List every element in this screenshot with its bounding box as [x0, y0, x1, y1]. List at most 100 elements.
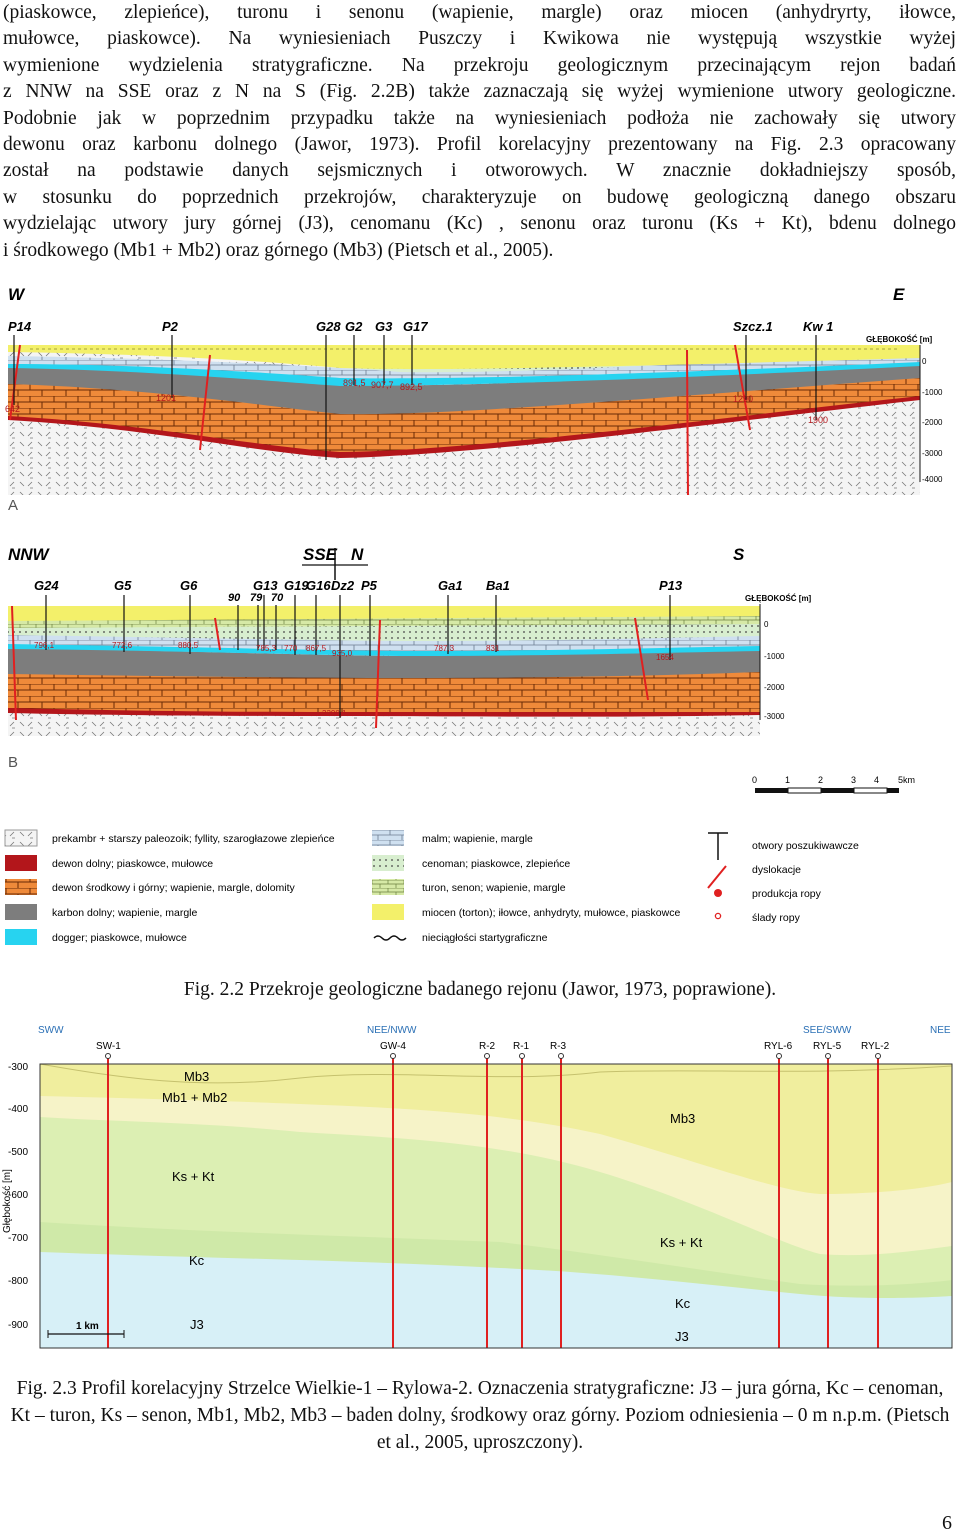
- well-label: G5: [114, 578, 132, 593]
- section-b-dir-left: NNW: [8, 545, 51, 564]
- paragraph-line: Podobnie jak w poprzednim przypadku takż…: [3, 107, 956, 129]
- y-axis-label: Głębokość [m]: [2, 1169, 13, 1233]
- depth-tick: -3000: [922, 449, 943, 458]
- well-label: G2: [345, 319, 363, 334]
- well-label: R-1: [513, 1041, 530, 1052]
- paragraph-line: w stosunku do poprzednich przekrojów, ch…: [3, 186, 956, 208]
- fig23-well-labels: SW-1 GW-4 R-2 R-1 R-3 RYL-6 RYL-5 RYL-2: [96, 1041, 890, 1052]
- section-b-depth-labels: 796,1 772,6 880,5 785,3 770 867,5 935,0 …: [34, 641, 674, 718]
- well-label: R-2: [479, 1041, 496, 1052]
- depth-tick: -2000: [764, 683, 785, 692]
- paragraph-line: i środkowego (Mb1 + Mb2) oraz górnego (M…: [3, 239, 554, 261]
- well-label: Dz2: [331, 578, 355, 593]
- depth-tick: -4000: [922, 475, 943, 484]
- depth-label: 785,3: [256, 644, 277, 653]
- unit-label: Ks + Kt: [660, 1235, 703, 1250]
- depth-label: 831: [486, 644, 500, 653]
- scale-tick: 1: [785, 775, 790, 785]
- paragraph-line: wymienione wydzielenia stratygraficzne. …: [3, 54, 956, 76]
- depth-label: 3300,1: [322, 709, 347, 718]
- legend-item: dogger; piaskowce, mułowce: [52, 932, 187, 944]
- direction-label: NEE: [930, 1025, 951, 1036]
- well-label: RYL-6: [764, 1041, 793, 1052]
- well-label: G28: [316, 319, 341, 334]
- depth-tick: -3000: [764, 712, 785, 721]
- section-b-sub-wells: 90 79 70: [228, 592, 284, 604]
- depth-label: 880,5: [178, 641, 199, 650]
- figure-2-3: SWW NEE/NWW SEE/SWW NEE SW-1 GW-4 R-2 R-…: [2, 1025, 953, 1349]
- well-label: 70: [271, 592, 284, 604]
- panel-label-a: A: [8, 497, 18, 514]
- depth-tick: 0: [764, 620, 769, 629]
- unit-label: Kc: [189, 1253, 205, 1268]
- depth-tick: -1000: [764, 652, 785, 661]
- y-tick: -600: [8, 1190, 28, 1201]
- depth-label: 1900: [808, 415, 828, 425]
- well-label: Kw 1: [803, 319, 833, 334]
- unit-label: Mb3: [184, 1069, 209, 1084]
- fig23-direction-labels: SWW NEE/NWW SEE/SWW NEE: [38, 1025, 951, 1036]
- section-a-depth-axis: GŁĘBOKOŚĆ [m] 0 -1000 -2000 -3000 -4000: [866, 335, 943, 484]
- section-a-well-labels: P14 P2 G28 G2 G3 G17 Szcz.1 Kw 1: [8, 319, 833, 334]
- depth-label: 891,5: [343, 378, 366, 388]
- fig23-scale-bar: 1 km: [47, 1321, 125, 1338]
- depth-label: 772,6: [112, 641, 133, 650]
- legend-item: miocen (torton); iłowce, anhydryty, muło…: [422, 907, 680, 919]
- section-a-dir-right: E: [893, 285, 905, 304]
- well-label: P5: [361, 578, 378, 593]
- depth-label: 907,7: [371, 380, 394, 390]
- section-a-dir-left: W: [8, 285, 26, 304]
- y-tick: -700: [8, 1233, 28, 1244]
- section-b-depth-axis: GŁĘBOKOŚĆ [m] 0 -1000 -2000 -3000: [745, 594, 812, 721]
- well-label: 90: [228, 592, 241, 604]
- unit-label: J3: [675, 1329, 689, 1344]
- paragraph-line: wydzielając utwory jury górnej (J3), cen…: [3, 213, 956, 235]
- y-tick: -400: [8, 1104, 28, 1115]
- section-a-depth-labels: 642 1201 891,5 907,7 892,5 1290 1900: [5, 378, 828, 425]
- well-label: G16: [306, 578, 331, 593]
- scale-tick: 3: [851, 775, 856, 785]
- fig23-frame: [39, 1063, 953, 1349]
- svg-text:1 km: 1 km: [76, 1321, 99, 1332]
- depth-label: 642: [5, 404, 20, 414]
- depth-tick: -1000: [922, 388, 943, 397]
- section-b-dir-mid1: SSE: [303, 545, 338, 564]
- page-number: 6: [942, 1512, 952, 1534]
- well-label: G6: [180, 578, 198, 593]
- paragraph-line: został na podstawie danych sejsmicznych …: [3, 160, 956, 182]
- well-label: GW-4: [380, 1041, 406, 1052]
- depth-tick: 0: [922, 357, 927, 366]
- well-label: SW-1: [96, 1041, 121, 1052]
- section-b-dir-mid2: N: [351, 545, 364, 564]
- panel-label-b: B: [8, 754, 18, 771]
- section-b-faults: [11, 605, 649, 729]
- scale-tick: 2: [818, 775, 823, 785]
- depth-label: 935,0: [332, 649, 353, 658]
- legend-item: produkcja ropy: [752, 888, 822, 900]
- scale-tick: 0: [752, 775, 757, 785]
- fig23-y-axis: -300 -400 -500 -600 -700 -800 -900 Głębo…: [2, 1062, 28, 1331]
- y-tick: -900: [8, 1320, 28, 1331]
- depth-axis-title: GŁĘBOKOŚĆ [m]: [745, 594, 812, 603]
- oil-trace-icon: [714, 912, 722, 920]
- y-tick: -300: [8, 1062, 28, 1073]
- well-label: G19: [284, 578, 309, 593]
- section-b-layers: [8, 606, 760, 736]
- well-label: R-3: [550, 1041, 567, 1052]
- legend-item: turon, senon; wapienie, margle: [422, 882, 566, 894]
- well-label: P2: [162, 319, 179, 334]
- well-label: RYL-2: [861, 1041, 890, 1052]
- unit-label: J3: [190, 1317, 204, 1332]
- legend-item: dyslokacje: [752, 864, 801, 876]
- unit-label: Kc: [675, 1296, 691, 1311]
- oil-production-icon: [714, 889, 722, 897]
- well-label: Szcz.1: [733, 319, 773, 334]
- scale-bar: 0 1 2 3 4 5km: [752, 775, 915, 794]
- y-tick: -500: [8, 1147, 28, 1158]
- legend-item: dewon dolny; piaskowce, mułowce: [52, 858, 213, 870]
- depth-label: 1201: [156, 393, 176, 403]
- well-label: Ga1: [438, 578, 463, 593]
- fig23-unit-labels: Mb3 Mb1 + Mb2 Ks + Kt Kc J3 Mb3 Ks + Kt …: [162, 1069, 703, 1344]
- well-label: G13: [253, 578, 278, 593]
- direction-label: SEE/SWW: [803, 1025, 852, 1036]
